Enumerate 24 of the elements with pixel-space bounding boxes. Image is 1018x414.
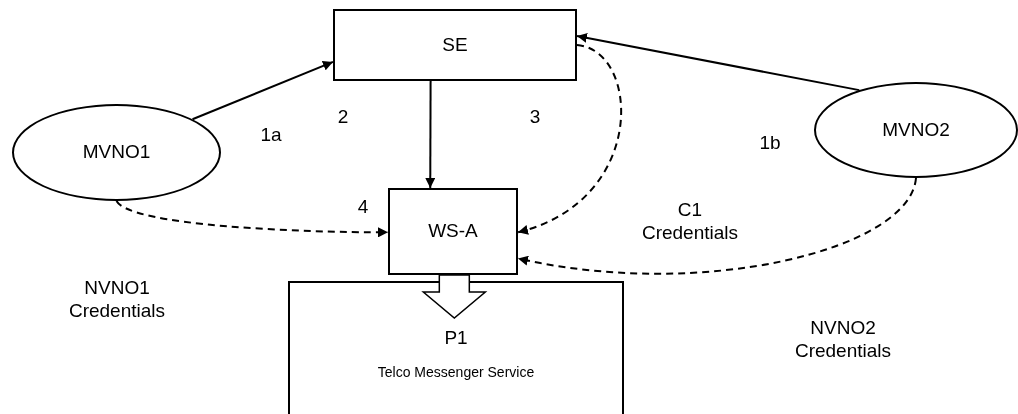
arrow <box>576 32 861 92</box>
step-number: 1a <box>259 123 283 147</box>
dashed-arrow <box>517 177 917 275</box>
step-number: 3 <box>528 105 542 129</box>
dashed-arrow <box>517 44 623 234</box>
arrow <box>425 80 436 189</box>
process-box <box>388 188 518 275</box>
dashed-arrow <box>115 200 389 238</box>
node-description: Telco Messenger Service <box>377 363 535 381</box>
step-number: 1b <box>758 131 782 155</box>
block-arrow <box>421 274 488 319</box>
step-number: 4 <box>356 195 370 219</box>
annotation-text: NVNO2 Credentials <box>793 317 893 363</box>
node-label: MVNO2 <box>882 118 950 142</box>
node-label: WS-A <box>428 220 478 243</box>
step-number: 2 <box>336 105 350 129</box>
annotation-text: C1 Credentials <box>640 199 740 245</box>
node-label: MVNO1 <box>82 141 151 164</box>
node-label: P1 <box>444 327 468 350</box>
annotation-text: NVNO1 Credentials <box>67 277 167 323</box>
arrow <box>191 60 334 121</box>
process-box <box>333 9 577 81</box>
node-label: SE <box>442 33 468 57</box>
service-box <box>288 281 624 414</box>
